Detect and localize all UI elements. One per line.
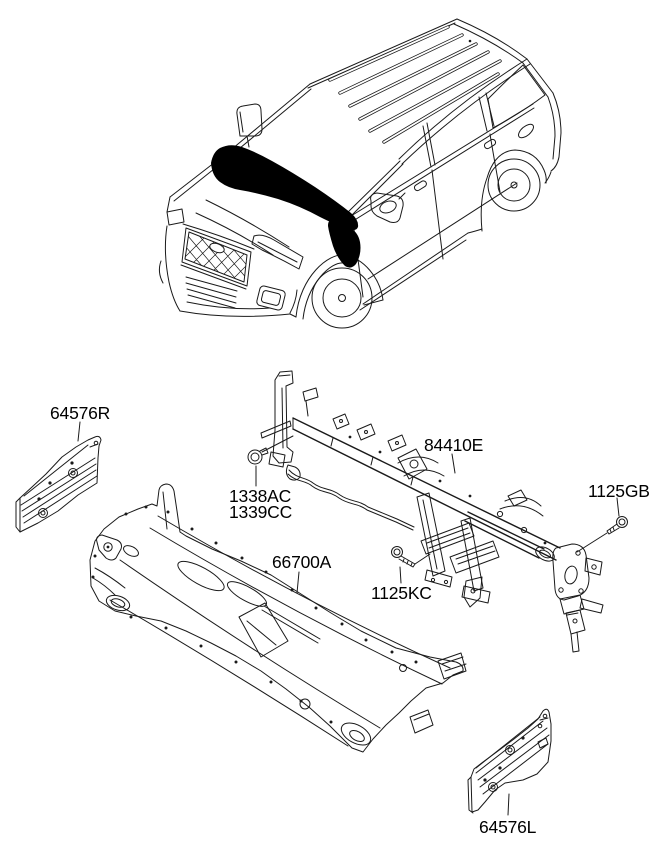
grommet-drawing (247, 447, 269, 465)
part-label-1339CC[interactable]: 1339CC (229, 502, 292, 522)
crossmember-84410E-drawing (260, 370, 604, 653)
cowl-area-highlight (211, 145, 361, 268)
part-64576R-drawing (15, 435, 102, 533)
part-64576L-drawing (467, 708, 552, 814)
part-label-66700A[interactable]: 66700A (272, 552, 332, 572)
part-label-64576R[interactable]: 64576R (50, 403, 110, 423)
part-labels: 64576R 84410E 1338AC 1339CC 1125GB 66700… (50, 403, 650, 837)
part-label-84410E[interactable]: 84410E (424, 435, 483, 455)
part-label-1125KC[interactable]: 1125KC (371, 583, 432, 603)
part-label-64576L[interactable]: 64576L (479, 817, 537, 837)
leader-lines (77, 421, 620, 816)
part-label-1338AC[interactable]: 1338AC (229, 486, 291, 506)
cowl-panel-66700A-drawing (89, 483, 467, 753)
bolt-1125KC-drawing (391, 546, 416, 568)
part-label-1125GB[interactable]: 1125GB (588, 481, 650, 501)
roof-rails (328, 25, 502, 144)
bolt-1125GB-drawing (606, 516, 628, 535)
vehicle-illustration (158, 18, 562, 329)
